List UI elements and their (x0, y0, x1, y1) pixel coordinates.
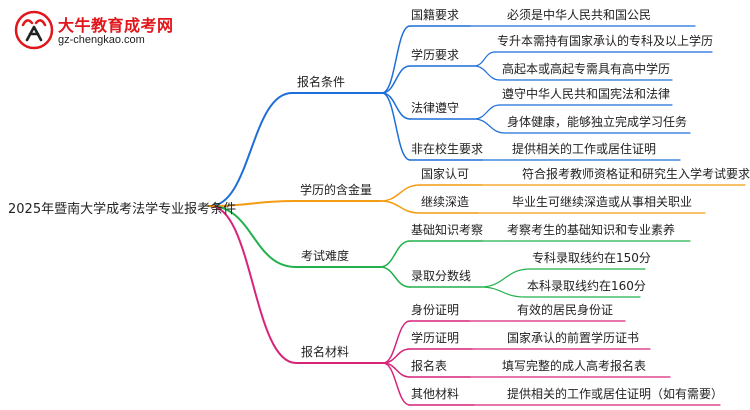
leaf-label: 提供相关的工作或居住证明 (512, 142, 657, 156)
leaf-label: 填写完整的成人高考报名表 (502, 359, 647, 373)
leaf-label: 身体健康，能够独立完成学习任务 (507, 115, 688, 129)
child-connector (381, 25, 411, 94)
leaf-connector (473, 104, 501, 120)
child-label: 学历要求 (411, 48, 460, 62)
leaf-connector (479, 268, 531, 288)
child-label: 报名表 (411, 359, 448, 373)
leaf-label: 国家承认的前置学历证书 (507, 331, 640, 345)
leaf-connector (479, 286, 526, 298)
leaf-label: 专科录取线约在150分 (532, 251, 651, 265)
bull-logo-icon (14, 10, 54, 50)
child-label: 其他材料 (411, 387, 460, 401)
leaf-label: 本科录取线约在160分 (527, 279, 646, 293)
branch-connector (209, 92, 293, 207)
child-connector (381, 92, 411, 120)
branch-connector (209, 205, 297, 268)
leaf-label: 毕业生可继续深造或从事相关职业 (512, 195, 693, 209)
leaf-label: 专升本需持有国家承认的专科及以上学历 (497, 34, 714, 48)
leaf-label: 遵守中华人民共和国宪法和法律 (502, 87, 671, 101)
leaf-connector (473, 118, 506, 134)
leaf-label: 有效的居民身份证 (517, 303, 614, 317)
branch-label: 报名材料 (301, 345, 350, 359)
mindmap-root: 2025年暨南大学成考法学专业报考条件 (8, 202, 237, 217)
child-label: 学历证明 (411, 331, 460, 345)
leaf-connector (473, 51, 496, 67)
leaf-label: 高起本或高起专需具有高中学历 (502, 62, 671, 76)
leaf-connector (473, 65, 501, 81)
branch-label: 学历的含金量 (300, 183, 373, 197)
child-connector (381, 92, 411, 161)
child-label: 国籍要求 (411, 8, 460, 22)
logo-title: 大牛教育成考网 (58, 16, 174, 35)
child-connector (382, 320, 411, 364)
child-label: 非在校生要求 (411, 142, 484, 156)
branch-label: 考试难度 (301, 249, 350, 263)
child-connector (379, 240, 411, 268)
leaf-label: 提供相关的工作或居住证明（如有需要） (507, 387, 724, 401)
child-connector (382, 362, 411, 406)
leaf-label: 必须是中华人民共和国公民 (507, 8, 652, 22)
logo-url: gz-chengkao.com (58, 34, 145, 46)
child-connector (381, 65, 411, 94)
child-label: 国家认可 (421, 167, 470, 181)
child-label: 基础知识考察 (411, 223, 484, 237)
branch-label: 报名条件 (297, 75, 346, 89)
branch-connector (209, 205, 297, 364)
child-label: 法律遵守 (411, 101, 460, 115)
child-label: 录取分数线 (411, 269, 472, 283)
site-logo[interactable]: 大牛教育成考网 gz-chengkao.com (14, 10, 173, 54)
branch-connector (209, 200, 296, 207)
child-connector (379, 184, 421, 202)
child-label: 身份证明 (411, 303, 460, 317)
leaf-label: 符合报考教师资格证和研究生入学考试要求 (522, 167, 750, 181)
child-connector (379, 200, 421, 214)
child-label: 继续深造 (421, 195, 470, 209)
leaf-label: 考察考生的基础知识和专业素养 (507, 223, 676, 237)
child-connector (379, 266, 411, 288)
